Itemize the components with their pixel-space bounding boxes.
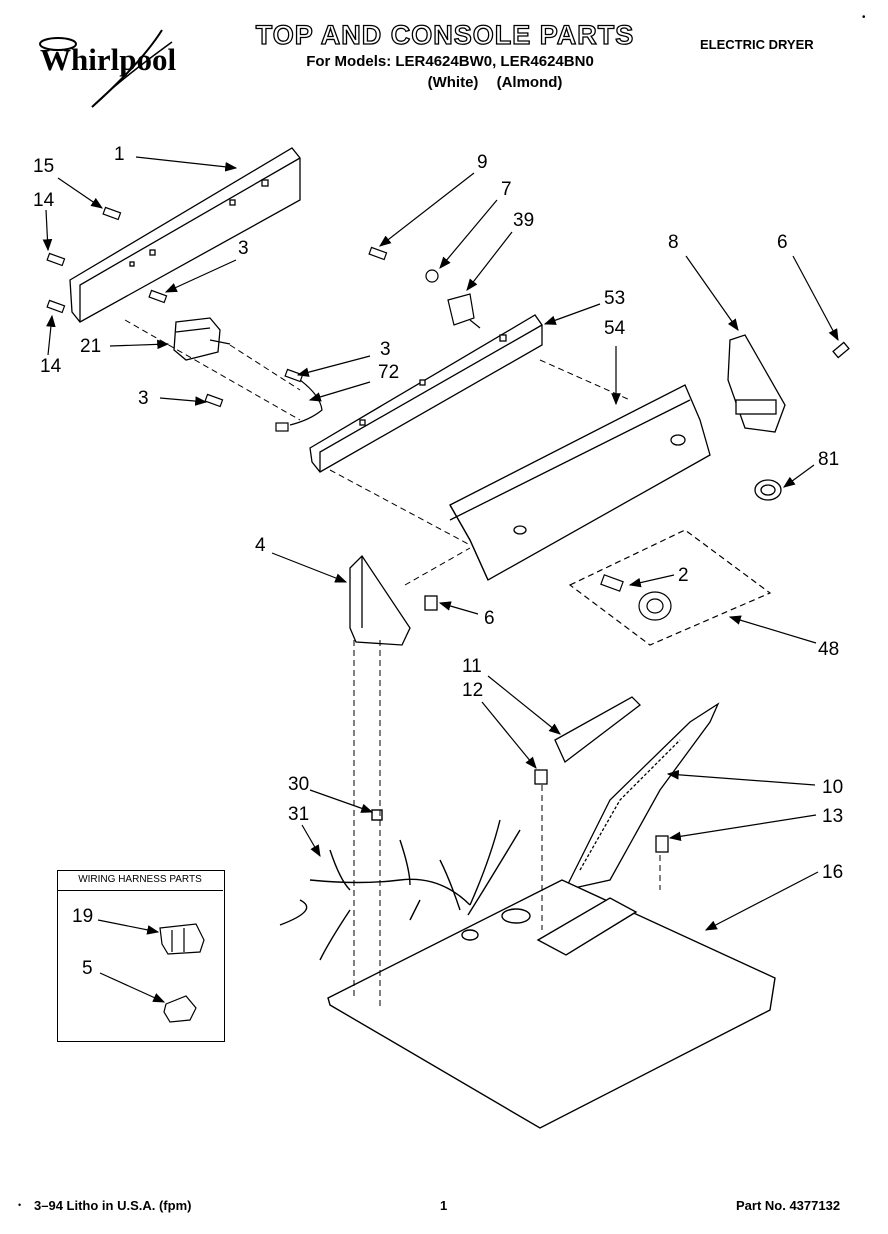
callout-8: 8 xyxy=(668,232,679,253)
callout-9: 9 xyxy=(477,152,488,173)
corner-mark: • xyxy=(862,12,866,23)
color-variants: (White) (Almond) xyxy=(427,74,563,91)
leader-arrows xyxy=(42,156,839,1003)
callout-54: 54 xyxy=(604,318,626,339)
page-title: TOP AND CONSOLE PARTS xyxy=(255,19,635,50)
part-top-panel xyxy=(327,879,776,1129)
callout-5: 5 xyxy=(82,958,93,979)
model-numbers: For Models: LER4624BW0, LER4624BN0 xyxy=(306,53,594,70)
whirlpool-logo-swoosh: Whirlpool xyxy=(39,29,176,108)
callout-14a: 14 xyxy=(33,190,55,211)
part-screws-left xyxy=(46,206,168,314)
brand-name: Whirlpool xyxy=(40,42,176,77)
callout-39: 39 xyxy=(513,210,534,231)
part-timer xyxy=(173,317,231,361)
callout-21: 21 xyxy=(80,336,101,357)
callout-6b: 6 xyxy=(484,608,495,629)
part-end-cap-right xyxy=(727,334,850,501)
callout-12: 12 xyxy=(462,680,483,701)
callout-labels: 1 15 14 14 3 21 3 72 3 9 7 39 53 54 8 6 … xyxy=(33,144,843,979)
callout-7: 7 xyxy=(501,179,512,200)
callout-53: 53 xyxy=(604,288,625,309)
callout-19: 19 xyxy=(72,906,93,927)
callout-14b: 14 xyxy=(40,356,62,377)
callout-72: 72 xyxy=(378,362,399,383)
wiring-harness-title: WIRING HARNESS PARTS xyxy=(57,870,223,891)
callout-2: 2 xyxy=(678,565,689,586)
part-switch-assembly xyxy=(368,246,481,329)
footer-page-number: 1 xyxy=(440,1198,448,1213)
callout-16: 16 xyxy=(822,862,843,883)
callout-10: 10 xyxy=(822,777,843,798)
callout-3c: 3 xyxy=(138,388,149,409)
callout-11: 11 xyxy=(462,656,482,677)
guide-lines xyxy=(124,319,661,1010)
callout-1: 1 xyxy=(114,144,125,165)
part-console-bracket xyxy=(309,314,543,473)
callout-30: 30 xyxy=(288,774,309,795)
part-wire-72 xyxy=(204,368,323,432)
product-type: ELECTRIC DRYER xyxy=(700,37,814,52)
part-knob-assembly xyxy=(568,529,772,646)
callout-3a: 3 xyxy=(238,238,249,259)
whirlpool-logo: Whirlpool xyxy=(22,22,194,112)
part-wire-harness xyxy=(279,809,521,961)
callout-13: 13 xyxy=(822,806,843,827)
callout-6a: 6 xyxy=(777,232,788,253)
callout-81: 81 xyxy=(818,449,839,470)
footer-bullet: • xyxy=(18,1200,22,1210)
part-console xyxy=(449,384,711,581)
harness-parts-drawings xyxy=(159,923,205,1023)
callout-48: 48 xyxy=(818,639,839,660)
callout-31: 31 xyxy=(288,804,309,825)
wiring-harness-box xyxy=(57,870,225,1042)
footer-part-number: Part No. 4377132 xyxy=(736,1198,841,1213)
part-rear-panel-bracket xyxy=(69,147,301,323)
part-end-cap-left xyxy=(349,554,438,646)
footer-litho: 3–94 Litho in U.S.A. (fpm) xyxy=(34,1198,192,1213)
callout-4: 4 xyxy=(255,535,266,556)
part-lint-filter xyxy=(534,696,720,891)
callout-15: 15 xyxy=(33,156,54,177)
callout-3b: 3 xyxy=(380,339,391,360)
